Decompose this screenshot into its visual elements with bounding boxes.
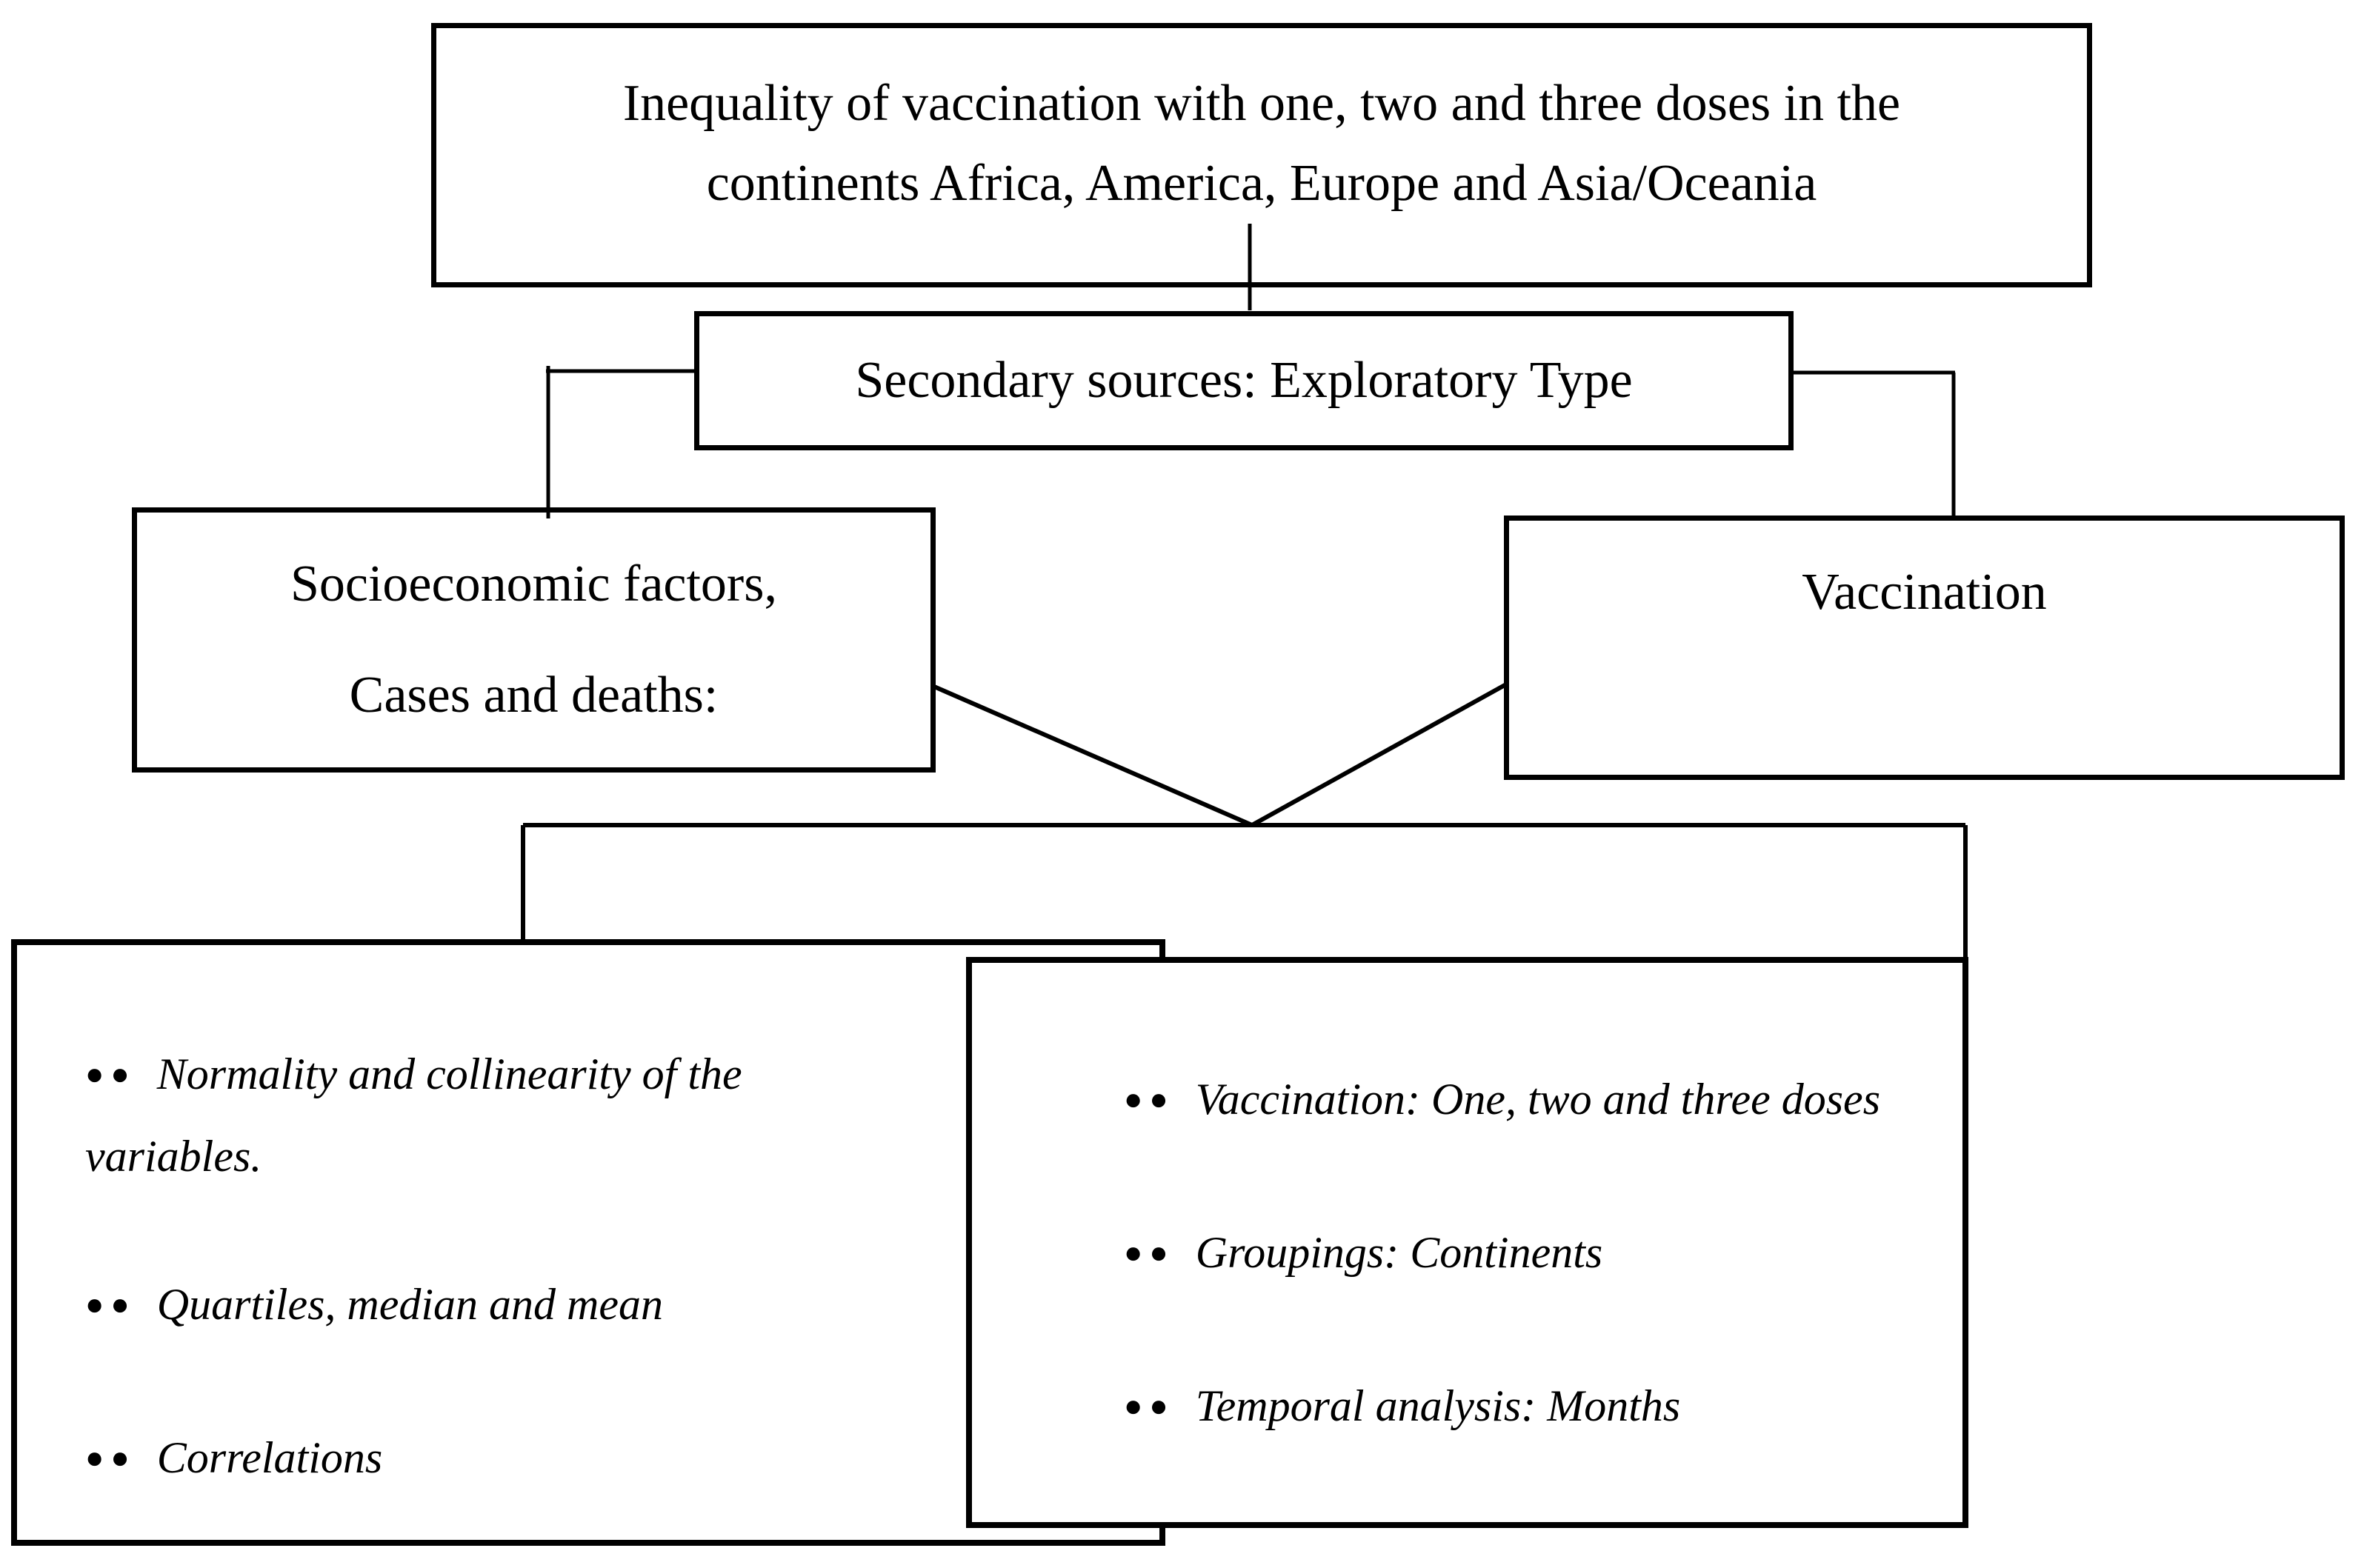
method-label: Secondary sources: Exploratory Type bbox=[855, 352, 1633, 409]
statistics-bullet-list: ●●Normality and collinearity of the vari… bbox=[17, 945, 870, 1568]
double-bullet-icon: ●● bbox=[1124, 1083, 1175, 1117]
list-item: ●● Correlations bbox=[85, 1419, 870, 1501]
list-item: ●● Quartiles, median and mean bbox=[85, 1266, 870, 1348]
double-bullet-icon: ●● bbox=[85, 1441, 136, 1475]
list-item-text: Temporal analysis: Months bbox=[1195, 1381, 1681, 1430]
double-bullet-icon: ●● bbox=[85, 1058, 136, 1092]
socioeconomic-line-2: Cases and deaths: bbox=[349, 667, 719, 724]
list-item-text: Correlations bbox=[156, 1433, 383, 1482]
title-line-2: continents Africa, America, Europe and A… bbox=[706, 155, 1817, 212]
socioeconomic-box: Socioeconomic factors, Cases and deaths: bbox=[132, 507, 936, 773]
list-item-text: Quartiles, median and mean bbox=[156, 1280, 664, 1329]
vaccination-bullet-list: ●●Vaccination: One, two and three doses … bbox=[972, 963, 1924, 1521]
double-bullet-icon: ●● bbox=[1124, 1236, 1175, 1270]
list-item: ●●Normality and collinearity of the vari… bbox=[85, 1035, 870, 1195]
list-item-text: Vaccination: One, two and three doses bbox=[1195, 1075, 1881, 1124]
double-bullet-icon: ●● bbox=[85, 1288, 136, 1322]
title-line-1: Inequality of vaccination with one, two … bbox=[622, 75, 1901, 132]
list-item-text: Normality and collinearity of the variab… bbox=[85, 1050, 742, 1181]
diagonal-left-to-apex bbox=[933, 684, 1253, 827]
title-box: Inequality of vaccination with one, two … bbox=[431, 23, 2092, 287]
vaccination-box: Vaccination bbox=[1504, 516, 2345, 780]
vaccination-analysis-box: ●●Vaccination: One, two and three doses … bbox=[966, 957, 1968, 1528]
list-item: ●● Temporal analysis: Months bbox=[1124, 1367, 1924, 1449]
socioeconomic-line-1: Socioeconomic factors, bbox=[290, 556, 777, 613]
vaccination-label: Vaccination bbox=[1802, 564, 2047, 621]
list-item: ●● Vaccination: One, two and three doses bbox=[1124, 1061, 1924, 1143]
list-item: ●● Groupings: Continents bbox=[1124, 1214, 1924, 1296]
method-box: Secondary sources: Exploratory Type bbox=[694, 311, 1794, 450]
double-bullet-icon: ●● bbox=[1124, 1389, 1175, 1424]
list-item-text: Groupings: Continents bbox=[1195, 1228, 1603, 1277]
diagonal-right-to-apex bbox=[1251, 682, 1508, 827]
